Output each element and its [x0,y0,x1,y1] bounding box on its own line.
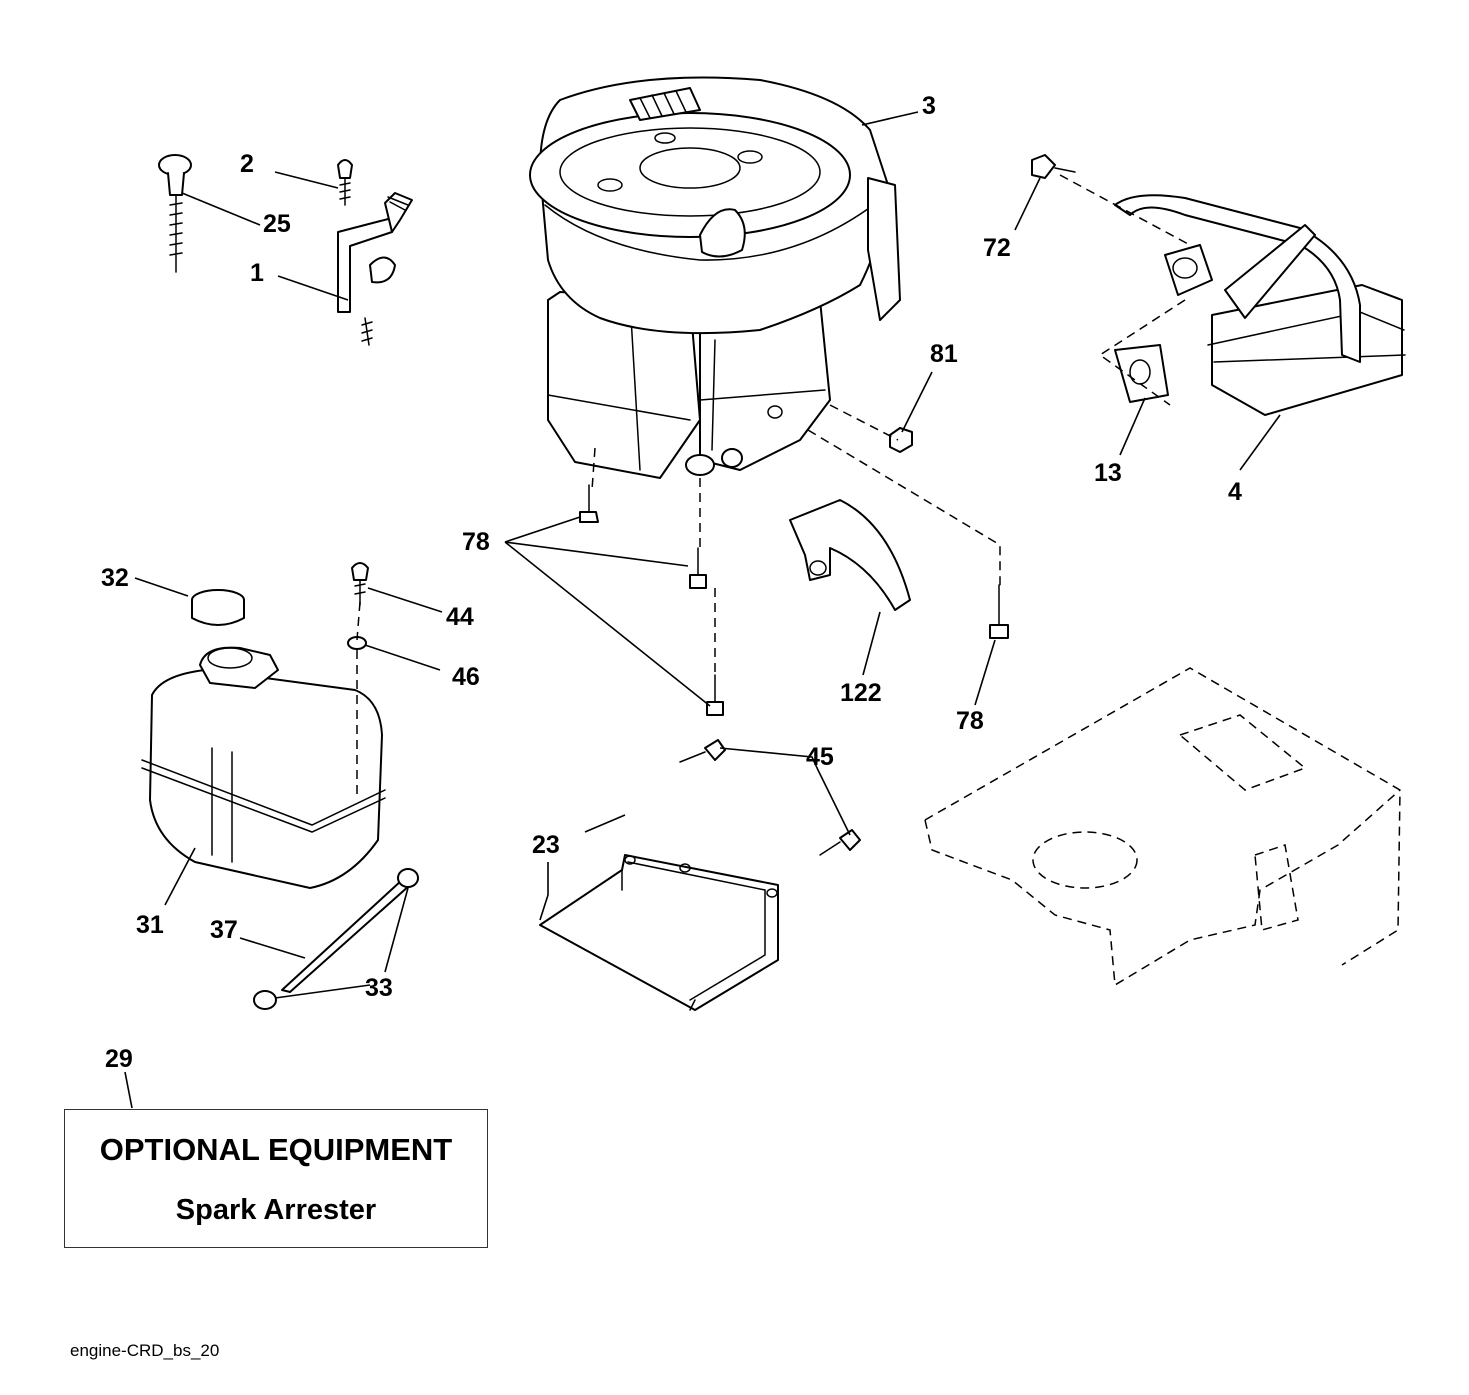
callout-13: 13 [1094,459,1122,487]
screw-45 [679,739,861,856]
drawing-id: engine-CRD_bs_20 [70,1341,220,1360]
callout-37: 37 [210,916,238,944]
optional-equipment-box: OPTIONAL EQUIPMENT Spark Arrester [64,1109,488,1248]
callout-29: 29 [105,1045,133,1073]
fuel-cap-32 [191,589,245,626]
bracket-23 [539,854,779,1011]
callout-44: 44 [446,603,474,631]
throttle-control [337,192,413,346]
callout-31: 31 [136,911,164,939]
muffler [1114,194,1406,416]
callout-3: 3 [922,92,936,120]
callouts: 2 25 1 3 72 81 13 4 78 122 78 32 44 46 4… [101,92,1242,1073]
callout-72: 72 [983,234,1011,262]
leader-lines [124,111,1281,1109]
callout-33: 33 [365,974,393,1002]
bolt-78 [579,484,1009,716]
optional-equipment-title: OPTIONAL EQUIPMENT [99,1132,453,1167]
bolt-72 [1031,154,1076,179]
screw-44 [351,562,369,606]
callout-2: 2 [240,150,254,178]
screw-2 [337,159,353,206]
callout-4: 4 [1228,478,1242,506]
callout-23: 23 [532,831,560,859]
callout-25: 25 [263,210,291,238]
assembly-lines [356,174,1191,800]
callout-1: 1 [250,259,264,287]
fuel-tank [141,646,386,889]
callout-81: 81 [930,340,958,368]
callout-46: 46 [452,663,480,691]
callout-45: 45 [806,743,834,771]
optional-equipment-item: Spark Arrester [175,1194,377,1226]
callout-32: 32 [101,564,129,592]
clamp-33 [253,868,419,1010]
knob-25 [158,154,192,273]
engine [529,76,901,479]
callout-78-right: 78 [956,707,984,735]
gasket-13 [1114,344,1169,403]
heat-shield-122 [789,499,911,611]
callout-122: 122 [840,679,882,707]
nut-81 [889,427,913,453]
callout-78-left: 78 [462,528,490,556]
frame-reference [924,667,1401,987]
